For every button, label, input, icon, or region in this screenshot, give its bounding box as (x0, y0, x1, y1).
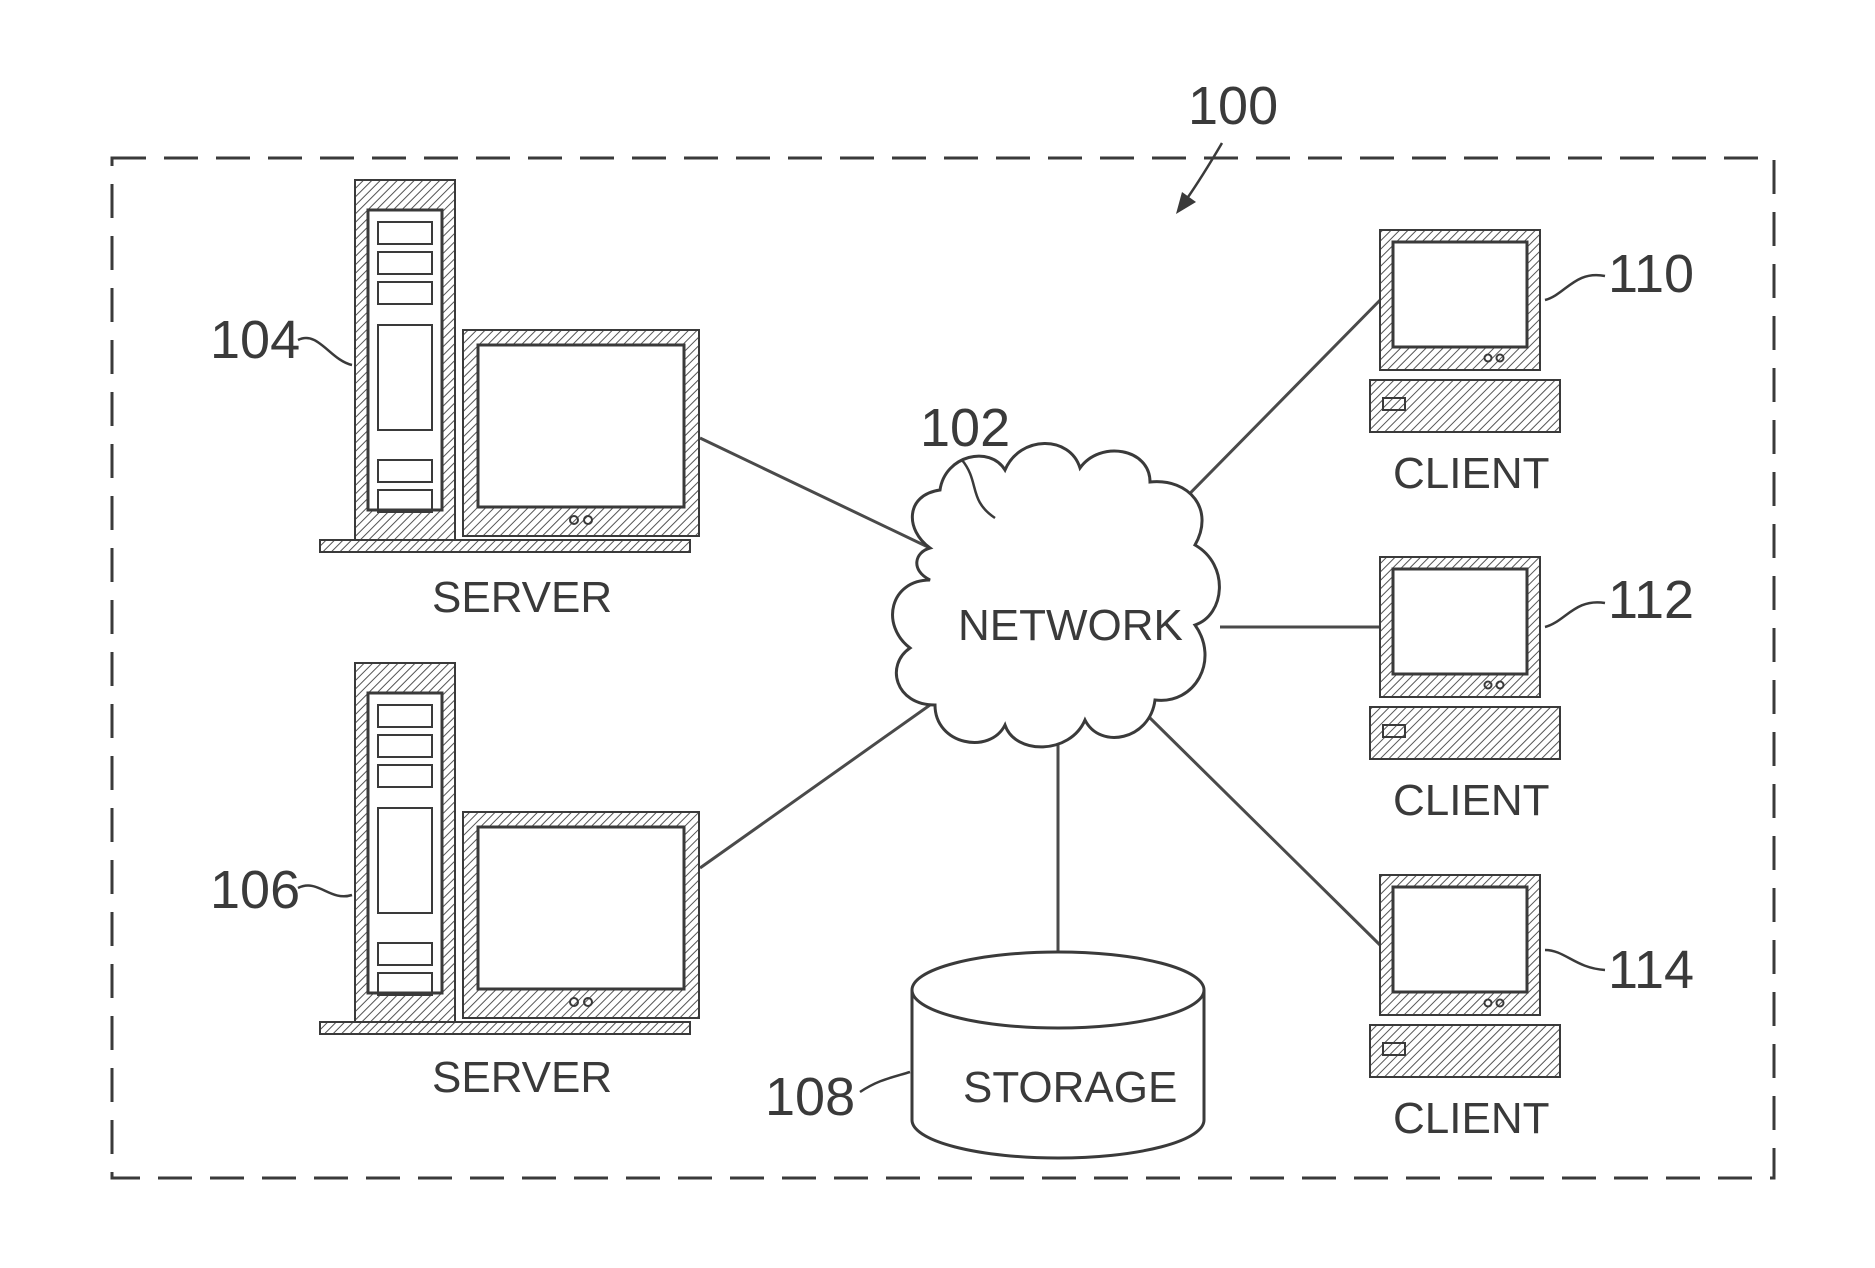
client-112 (1370, 557, 1560, 759)
client-110-label: CLIENT (1393, 449, 1549, 498)
client-114-ref-label: 114 (1608, 940, 1694, 1000)
storage-ref-leader (860, 1072, 910, 1092)
server-104-ref-label: 104 (210, 310, 300, 370)
storage-ref-label: 108 (765, 1067, 855, 1127)
client-114-ref-leader (1545, 950, 1605, 970)
network-ref-label: 102 (920, 398, 1010, 458)
server-104-ref-leader (298, 338, 352, 365)
server-106-label: SERVER (432, 1053, 612, 1102)
link-server-104 (700, 438, 930, 548)
client-114-label: CLIENT (1393, 1094, 1549, 1143)
network-label: NETWORK (958, 601, 1183, 650)
system-ref-label: 100 (1188, 76, 1278, 136)
storage-cylinder (912, 952, 1204, 1158)
system-ref-arrow (1176, 143, 1222, 214)
server-104 (320, 180, 699, 552)
client-112-ref-leader (1545, 602, 1605, 627)
server-106-ref-label: 106 (210, 860, 300, 920)
link-server-106 (700, 705, 930, 868)
client-110-ref-label: 110 (1608, 244, 1694, 304)
server-104-label: SERVER (432, 573, 612, 622)
network-cloud (893, 443, 1220, 746)
client-110-ref-leader (1545, 275, 1605, 300)
link-client-114 (1150, 718, 1380, 945)
server-106 (320, 663, 699, 1034)
client-110 (1370, 230, 1560, 432)
storage-label: STORAGE (963, 1063, 1177, 1112)
server-106-ref-leader (298, 886, 352, 897)
client-114 (1370, 875, 1560, 1077)
client-112-ref-label: 112 (1608, 570, 1694, 630)
client-112-label: CLIENT (1393, 776, 1549, 825)
